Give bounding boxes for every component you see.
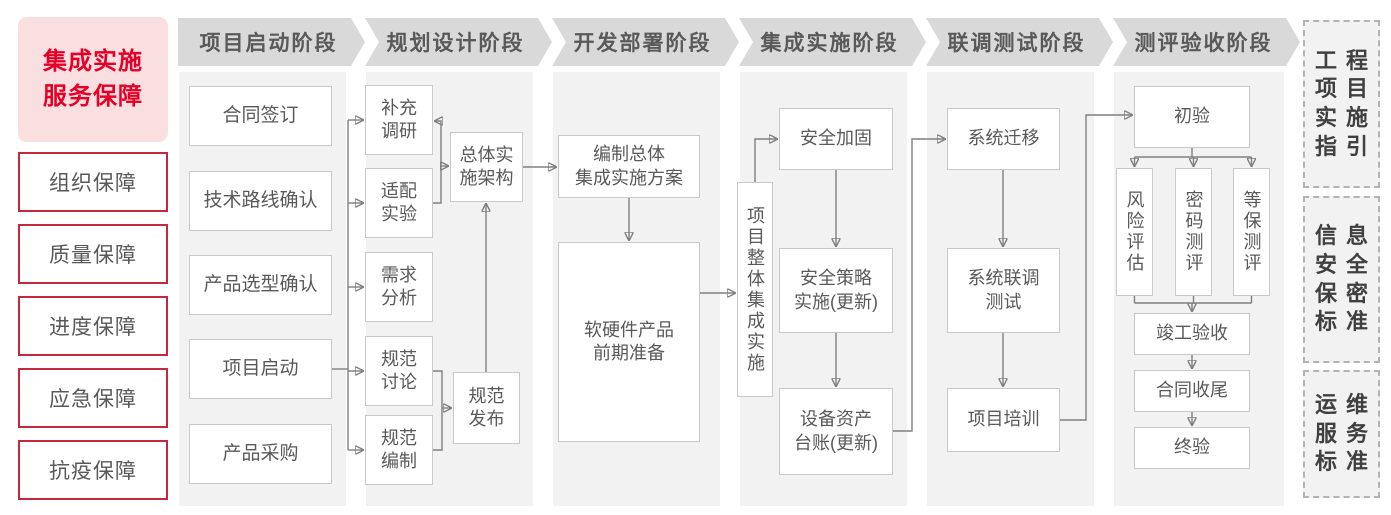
node-crypto-evaluation: 密码测评 xyxy=(1175,168,1212,296)
node-supplement-research: 补充 调研 xyxy=(365,85,433,155)
node-requirement-analysis: 需求 分析 xyxy=(365,252,433,322)
node-overall-architecture: 总体实 施架构 xyxy=(450,132,523,202)
node-spec-drafting: 规范 编制 xyxy=(365,415,433,485)
sidebar-item-quality: 质量保障 xyxy=(18,224,168,284)
phase-banner-1: 项目启动阶段 xyxy=(178,18,365,66)
standard-information-security: 信息 安全 保密 标准 xyxy=(1303,196,1380,363)
node-product-selection: 产品选型确认 xyxy=(189,255,332,315)
phase-banner-3: 开发部署阶段 xyxy=(552,18,739,66)
sidebar-item-schedule: 进度保障 xyxy=(18,296,168,356)
node-joint-debug-test: 系统联调 测试 xyxy=(947,248,1060,333)
phase-banner-6: 测评验收阶段 xyxy=(1113,18,1300,66)
sidebar-item-organization: 组织保障 xyxy=(18,152,168,212)
phase-banner-4: 集成实施阶段 xyxy=(739,18,926,66)
node-contract-signing: 合同签订 xyxy=(189,86,332,146)
node-completion-acceptance: 竣工验收 xyxy=(1134,313,1250,355)
sidebar-item-emergency: 应急保障 xyxy=(18,368,168,428)
node-classified-protection-eval: 等保测评 xyxy=(1233,168,1270,296)
node-system-migration: 系统迁移 xyxy=(947,108,1060,170)
node-hw-sw-preparation: 软硬件产品 前期准备 xyxy=(558,242,700,442)
phase-banner-5: 联调测试阶段 xyxy=(926,18,1113,66)
node-asset-ledger-update: 设备资产 台账(更新) xyxy=(779,388,893,475)
standard-operation-service: 运维 服务 标准 xyxy=(1303,370,1380,498)
node-risk-assessment: 风险评估 xyxy=(1116,168,1153,296)
node-project-kickoff: 项目启动 xyxy=(189,339,332,399)
node-spec-release: 规范 发布 xyxy=(453,372,520,444)
node-adaptation-test: 适配 实验 xyxy=(365,168,433,238)
node-overall-integration-plan: 编制总体 集成实施方案 xyxy=(558,135,700,198)
sidebar-title: 集成实施 服务保障 xyxy=(18,17,168,142)
node-spec-discussion: 规范 讨论 xyxy=(365,336,433,406)
node-product-purchase: 产品采购 xyxy=(189,424,332,484)
node-overall-integration-impl: 项目整体集成实施 xyxy=(737,182,773,397)
node-final-acceptance: 终验 xyxy=(1134,427,1250,469)
node-security-policy-impl: 安全策略 实施(更新) xyxy=(779,248,893,333)
phase-banner-2: 规划设计阶段 xyxy=(365,18,552,66)
sidebar-item-epidemic: 抗疫保障 xyxy=(18,440,168,500)
node-project-training: 项目培训 xyxy=(947,388,1060,452)
node-initial-acceptance: 初验 xyxy=(1134,86,1250,148)
node-contract-closure: 合同收尾 xyxy=(1134,370,1250,412)
node-tech-route-confirm: 技术路线确认 xyxy=(189,171,332,231)
node-security-hardening: 安全加固 xyxy=(779,108,893,170)
standard-project-implementation-guide: 工程 项目 实施 指引 xyxy=(1303,20,1380,188)
